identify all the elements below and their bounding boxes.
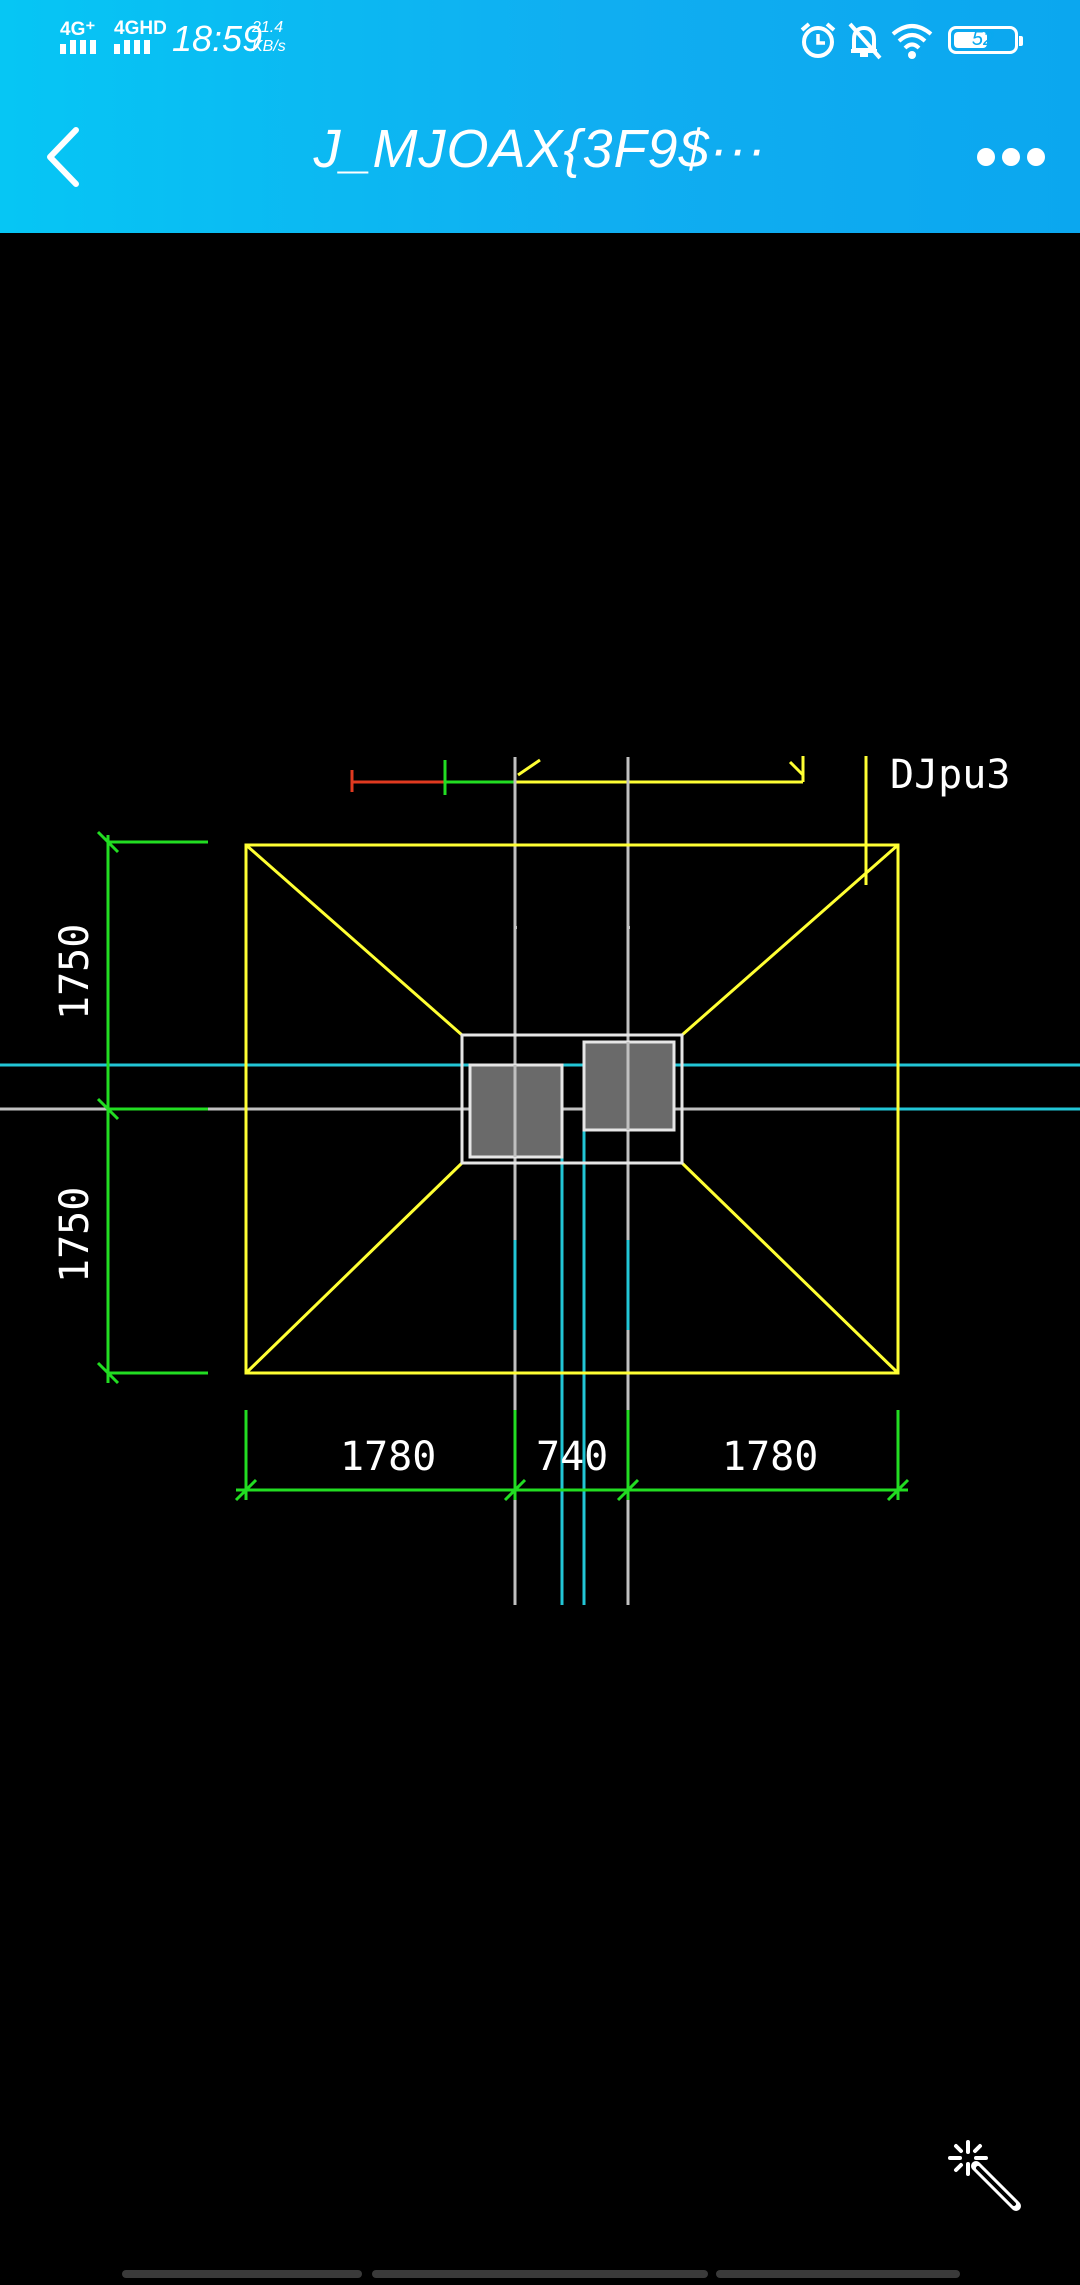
mute-bell-icon (848, 22, 882, 60)
status-bar: 4G⁺ 4GHD 18:59 21.4 KB/s (0, 0, 1080, 80)
cad-drawing: DJpu3 1750 1750 (0, 752, 1080, 1605)
network-speed: 21.4 KB/s (252, 18, 286, 56)
dim-left-bottom: 1750 (52, 1187, 98, 1283)
network-label-2: 4GHD (114, 18, 167, 39)
top-bar: 4G⁺ 4GHD 18:59 21.4 KB/s (0, 0, 1080, 233)
signal-bars-1 (60, 40, 96, 54)
speed-unit: KB/s (252, 38, 286, 55)
status-time: 18:59 (172, 18, 263, 59)
page-title: J_MJOAX{3F9$··· (313, 119, 767, 179)
bottom-handle (0, 2270, 1080, 2280)
drawing-viewport[interactable]: DJpu3 1750 1750 (0, 233, 1080, 2280)
dim-bottom-right: 1780 (722, 1434, 818, 1480)
chevron-left-icon[interactable] (40, 124, 90, 190)
footing-outline (244, 843, 900, 1375)
wifi-icon (891, 24, 933, 59)
more-dots-icon[interactable] (976, 140, 1046, 174)
top-right-label: DJpu3 (890, 752, 1010, 798)
pedestal-outline (460, 1033, 684, 1165)
alarm-icon (800, 22, 836, 58)
network-label-1: 4G⁺ (60, 19, 96, 40)
speed-value: 21.4 (252, 19, 284, 36)
dim-left-top: 1750 (52, 924, 98, 1020)
magic-wand-icon[interactable] (946, 2136, 1026, 2216)
signal-bars-2 (114, 40, 150, 54)
dim-bottom-middle: 740 (536, 1434, 608, 1480)
battery-level: 52 (971, 28, 995, 50)
dim-bottom-left: 1780 (340, 1434, 436, 1480)
battery-icon: 52 (948, 26, 1023, 54)
